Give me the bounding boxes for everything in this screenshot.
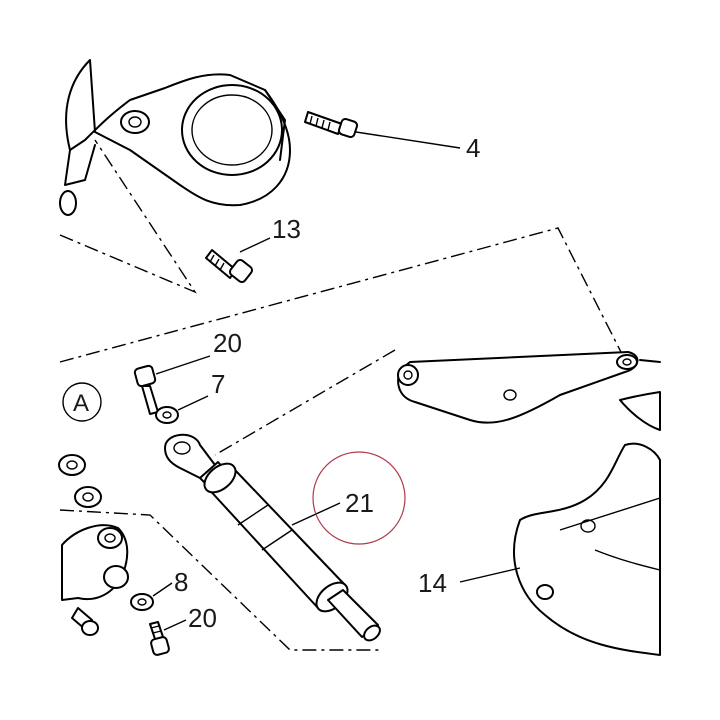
top-clamp-part [59, 59, 291, 216]
bolt-4 [304, 111, 359, 139]
steering-damper-21 [164, 433, 381, 642]
callout-20-lower: 20 [188, 603, 217, 633]
detail-marker-a: A [62, 382, 102, 422]
bolt-13 [205, 249, 254, 284]
leader-7 [177, 395, 209, 411]
bolt-20-lower [149, 621, 170, 656]
leader-4 [355, 131, 461, 149]
frame-bracket-14 [513, 391, 661, 656]
leader-14 [459, 567, 521, 583]
bolt-20-upper [133, 364, 159, 415]
washer-7 [155, 406, 179, 424]
washer-8 [130, 593, 154, 611]
leader-20-upper [155, 355, 211, 375]
callout-20-upper: 20 [213, 328, 242, 358]
leader-20-lower [163, 619, 187, 631]
callout-8: 8 [174, 567, 188, 597]
detail-marker-label: A [73, 390, 89, 417]
callout-7: 7 [211, 369, 225, 399]
assembly-guide-lines [59, 139, 626, 651]
callout-14: 14 [418, 568, 447, 598]
callout-13: 13 [272, 214, 301, 244]
detail-a-parts [58, 454, 129, 636]
callout-4: 4 [466, 133, 480, 163]
damper-bracket-arm [397, 351, 661, 424]
leader-13 [239, 237, 271, 253]
leader-8 [152, 582, 173, 597]
callout-21: 21 [345, 488, 374, 518]
highlight-circle-21 [312, 451, 406, 545]
